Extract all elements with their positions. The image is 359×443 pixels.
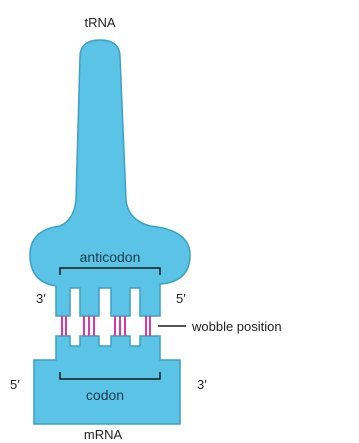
wobble-position-label: wobble position [191, 319, 282, 334]
codon-label: codon [86, 387, 124, 403]
mrna-strand [34, 336, 180, 424]
trna-3-prime-label: 3′ [36, 291, 46, 306]
mrna-title: mRNA [84, 427, 123, 442]
trna-5-prime-label: 5′ [176, 291, 186, 306]
anticodon-label: anticodon [80, 249, 141, 265]
trna-molecule [30, 40, 190, 316]
mrna-3-prime-label: 3′ [197, 377, 207, 392]
mrna-5-prime-label: 5′ [10, 377, 20, 392]
base-pairs [62, 316, 150, 336]
trna-title: tRNA [84, 15, 115, 30]
